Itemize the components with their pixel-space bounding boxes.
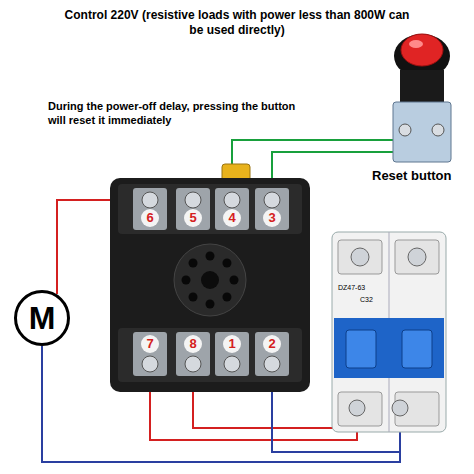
pin-number-disc — [223, 209, 241, 227]
terminal-screw — [264, 192, 280, 208]
pin-number: 7 — [146, 336, 153, 352]
terminal — [133, 188, 167, 230]
pin-number-disc — [141, 335, 159, 353]
terminal-screw — [224, 356, 240, 372]
pin-number: 8 — [189, 336, 196, 352]
socket-hole — [222, 292, 231, 301]
rating-marking: C32 — [360, 296, 373, 305]
terminal-screw — [185, 192, 201, 208]
pin-number-disc — [223, 335, 241, 353]
terminal — [176, 332, 210, 376]
terminal-screw — [142, 356, 158, 372]
socket-hole — [222, 259, 231, 268]
circuit-breaker — [332, 232, 446, 432]
pin-number: 6 — [146, 210, 153, 226]
callout-label: Reset button — [372, 168, 451, 184]
pin-number: 3 — [268, 210, 275, 226]
terminal — [255, 188, 289, 230]
reset-push-button — [393, 34, 451, 162]
pin-number: 5 — [189, 210, 196, 226]
pin-number: 1 — [228, 336, 235, 352]
motor-symbol: M — [14, 290, 70, 346]
socket-hole — [189, 292, 198, 301]
model-marking: DZ47-63 — [338, 284, 365, 293]
terminal — [215, 332, 249, 376]
socket-hole — [206, 300, 215, 309]
socket-hole — [182, 276, 191, 285]
terminal — [255, 332, 289, 376]
relay-socket — [110, 164, 310, 392]
pin-number-disc — [263, 209, 281, 227]
socket-hole — [206, 252, 215, 261]
pin-number-disc — [263, 335, 281, 353]
pin-number-disc — [184, 209, 202, 227]
terminal-screw — [224, 192, 240, 208]
terminal — [215, 188, 249, 230]
heading: Control 220V (resistive loads with power… — [62, 8, 412, 38]
pin-number-disc — [141, 209, 159, 227]
pin-number-disc — [184, 335, 202, 353]
pin-number: 2 — [268, 336, 275, 352]
socket-hole — [189, 259, 198, 268]
note: During the power-off delay, pressing the… — [48, 100, 303, 128]
terminal — [176, 188, 210, 230]
terminal-screw — [264, 356, 280, 372]
socket-hole — [230, 276, 239, 285]
terminal-screw — [142, 192, 158, 208]
motor-letter: M — [29, 302, 56, 334]
pin-number: 4 — [228, 210, 235, 226]
terminal — [133, 332, 167, 376]
terminal-screw — [185, 356, 201, 372]
